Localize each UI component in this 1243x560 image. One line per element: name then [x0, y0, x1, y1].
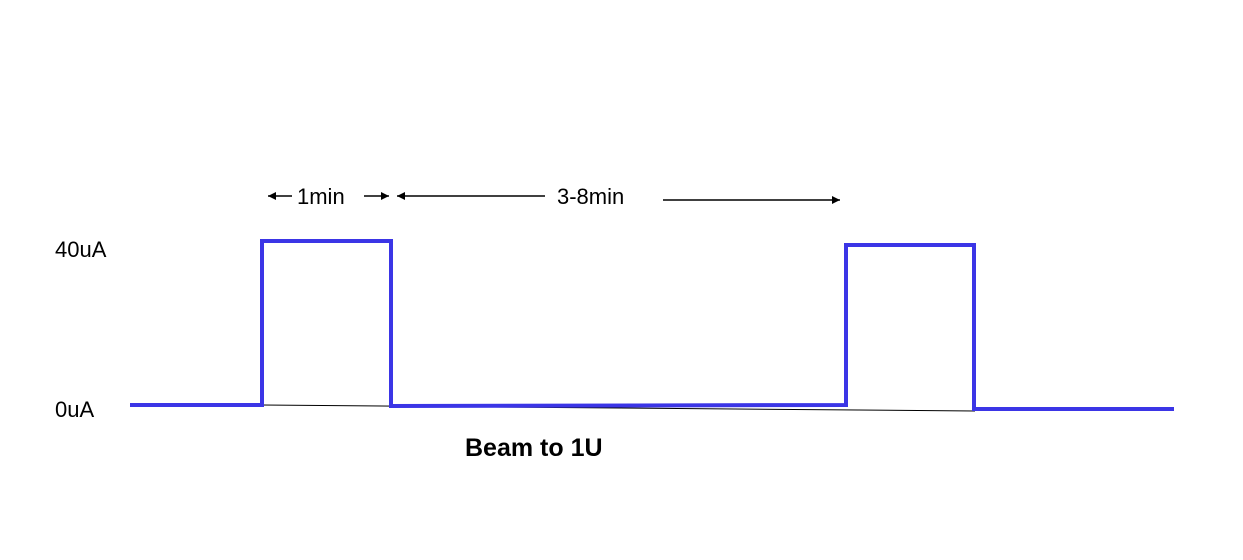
pulse-waveform — [130, 239, 1174, 411]
interval-label: 3-8min — [557, 184, 624, 209]
baseline-line — [261, 404, 976, 412]
diagram-caption: Beam to 1U — [465, 434, 603, 462]
level-label-40ua: 40uA — [55, 237, 107, 262]
pulse-duration-label: 1min — [297, 184, 345, 209]
level-label-0ua: 0uA — [55, 397, 94, 422]
